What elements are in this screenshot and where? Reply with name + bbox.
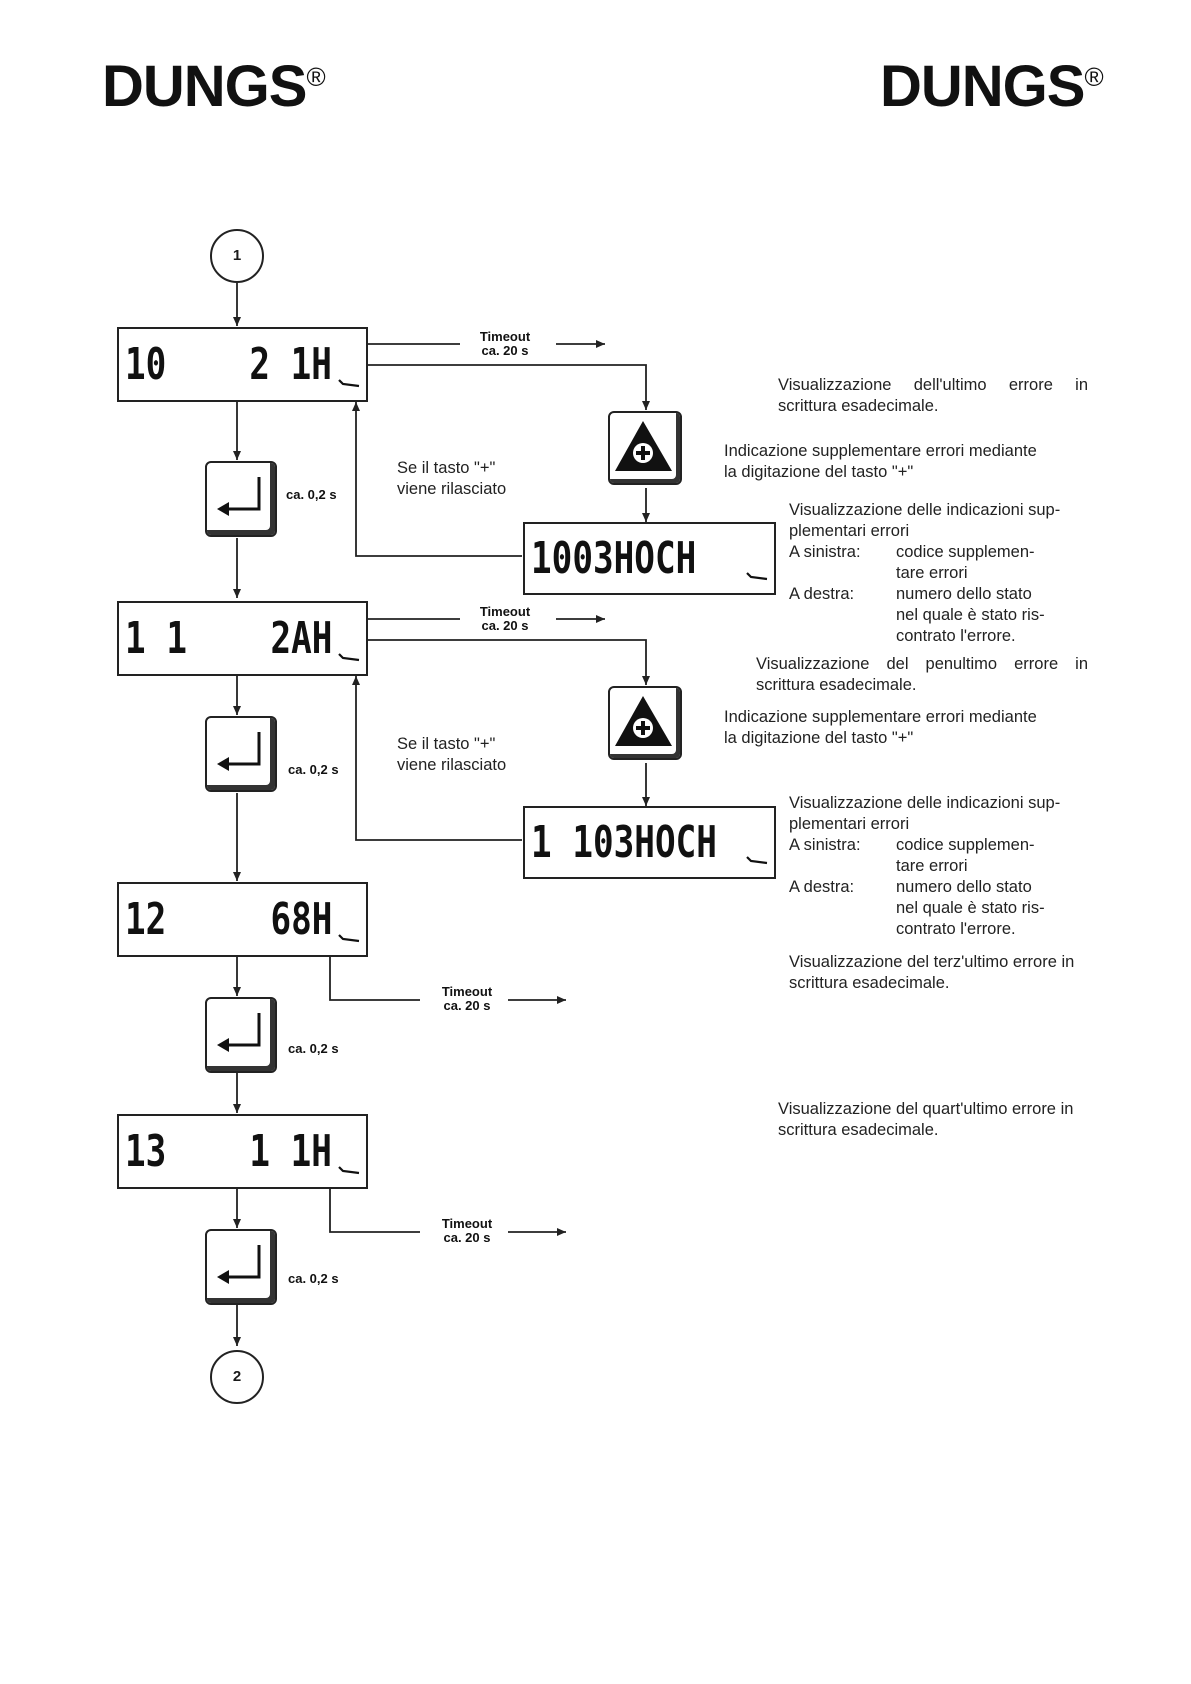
desc-left-label: A sinistra: [789,543,861,561]
desc-supplementary-intro-2: Visualizzazione delle indicazioni sup-pl… [789,794,1061,833]
connector-end: 2 [210,1350,264,1404]
lcd-right-value: 2 1H [249,339,332,390]
lcd-supplementary-2: 1 103HOCH [523,806,776,879]
desc-supplementary-intro-1: Visualizzazione delle indicazioni sup-pl… [789,501,1061,540]
wrench-icon [746,856,768,865]
wrench-icon [338,1166,360,1175]
enter-key-icon [205,1229,277,1305]
release-note: Se il tasto "+"viene rilasciato [397,459,507,498]
enter-key-icon [205,716,277,792]
lcd-supplementary-value: 1 103HOCH [531,817,717,868]
lcd-left-value: 10 [125,339,167,390]
desc-third-last-error: Visualizzazione del terz'ultimo errore i… [789,953,1075,992]
plus-key-icon [608,686,682,760]
key-time-label: ca. 0,2 s [288,1041,339,1056]
lcd-left-value: 12 [125,894,167,945]
enter-key-icon [205,997,277,1073]
key-time-label: ca. 0,2 s [288,1271,339,1286]
lcd-right-value: 68H [270,894,332,945]
dungs-logo-right: DUNGS® [880,54,1104,119]
wrench-icon [338,653,360,662]
lcd-supplementary-value: 1003HOCH [531,533,697,584]
wrench-icon [338,379,360,388]
wrench-icon [338,934,360,943]
desc-fourth-last-error: Visualizzazione del quart'ultimo errore … [778,1100,1074,1139]
desc-right-label: A destra: [789,585,855,603]
key-time-label: ca. 0,2 s [288,762,339,777]
desc-right-label: A destra: [789,878,855,896]
desc-second-last-error: Visualizzazione del penultimo errore in … [756,655,1088,694]
desc-plus-key-2: Indicazione supplementare errori mediant… [724,708,1037,747]
lcd-right-value: 2AH [270,613,332,664]
desc-plus-key-1: Indicazione supplementare errori mediant… [724,442,1037,481]
desc-left-label: A sinistra: [789,836,861,854]
dungs-logo-left: DUNGS® [102,54,326,119]
enter-key-icon [205,461,277,537]
desc-left-value: codice supplemen-tare errori [896,543,1035,582]
key-time-label: ca. 0,2 s [286,487,337,502]
release-note: Se il tasto "+"viene rilasciato [397,735,507,774]
wrench-icon [746,572,768,581]
lcd-left-value: 13 [125,1126,167,1177]
lcd-display-error-3: 12 68H [117,882,368,957]
lcd-supplementary-1: 1003HOCH [523,522,776,595]
lcd-right-value: 1 1H [249,1126,332,1177]
desc-last-error: Visualizzazione dell'ultimo errore in sc… [778,376,1088,415]
lcd-display-error-1: 10 2 1H [117,327,368,402]
lcd-left-value: 1 1 [125,613,187,664]
plus-key-icon [608,411,682,485]
desc-left-value: codice supplemen-tare errori [896,836,1035,875]
lcd-display-error-4: 13 1 1H [117,1114,368,1189]
connector-start: 1 [210,229,264,283]
lcd-display-error-2: 1 1 2AH [117,601,368,676]
